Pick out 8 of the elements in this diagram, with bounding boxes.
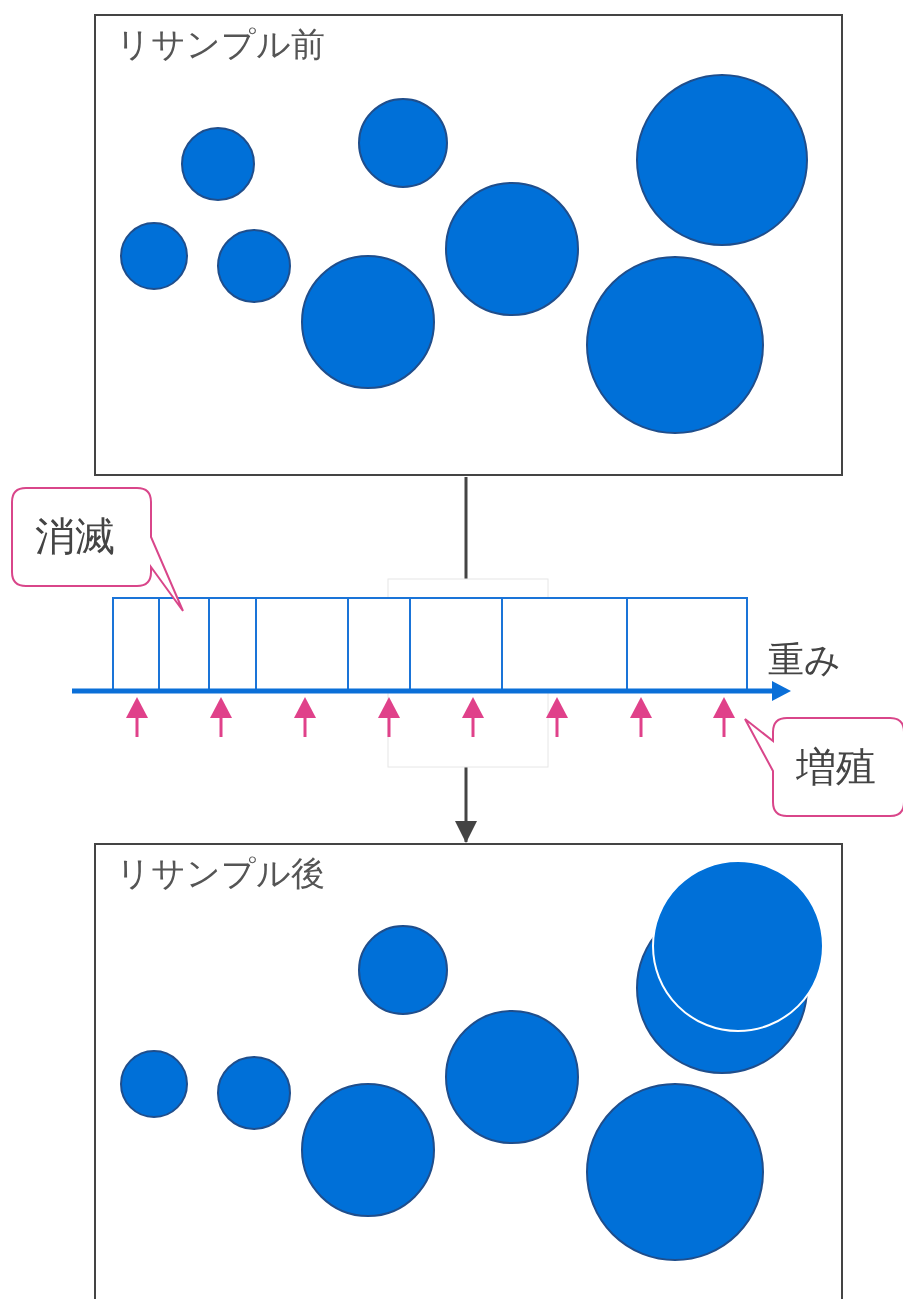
panel-box xyxy=(94,14,843,476)
callout-text: 消滅 xyxy=(35,512,115,561)
panel-title: リサンプル後 xyxy=(116,852,325,895)
panel-title: リサンプル前 xyxy=(116,23,325,66)
callout xyxy=(744,716,903,820)
axis-label: 重み xyxy=(768,638,841,682)
callout xyxy=(11,487,187,614)
callout-text: 増殖 xyxy=(796,743,876,792)
